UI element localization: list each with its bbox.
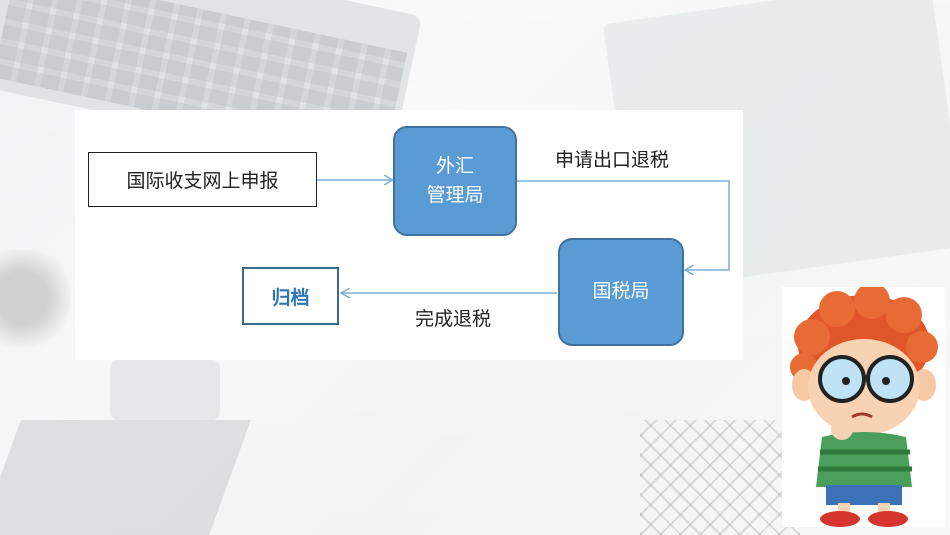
node-forex-bureau-label-line1: 外汇 bbox=[435, 154, 474, 177]
node-online-declaration-label: 国际收支网上申报 bbox=[126, 170, 279, 192]
cartoon-boy-svg bbox=[790, 283, 938, 527]
edge-label-apply-refund: 申请出口退税 bbox=[555, 149, 670, 171]
background-mug bbox=[110, 360, 220, 420]
node-archive-label: 归档 bbox=[271, 286, 310, 309]
background-basket bbox=[640, 420, 800, 535]
edge-label-refund-complete: 完成退税 bbox=[415, 308, 492, 330]
background-plant bbox=[0, 250, 70, 370]
node-archive: 归档 bbox=[242, 267, 339, 325]
node-forex-bureau-label-line2: 管理局 bbox=[426, 184, 484, 206]
node-forex-bureau: 外汇 管理局 bbox=[393, 126, 517, 236]
cartoon-boy-illustration bbox=[782, 283, 945, 527]
node-tax-bureau: 国税局 bbox=[558, 238, 684, 346]
node-online-declaration: 国际收支网上申报 bbox=[88, 152, 317, 207]
edge-forex-to-tax bbox=[517, 180, 730, 270]
node-tax-bureau-label: 国税局 bbox=[592, 280, 650, 303]
